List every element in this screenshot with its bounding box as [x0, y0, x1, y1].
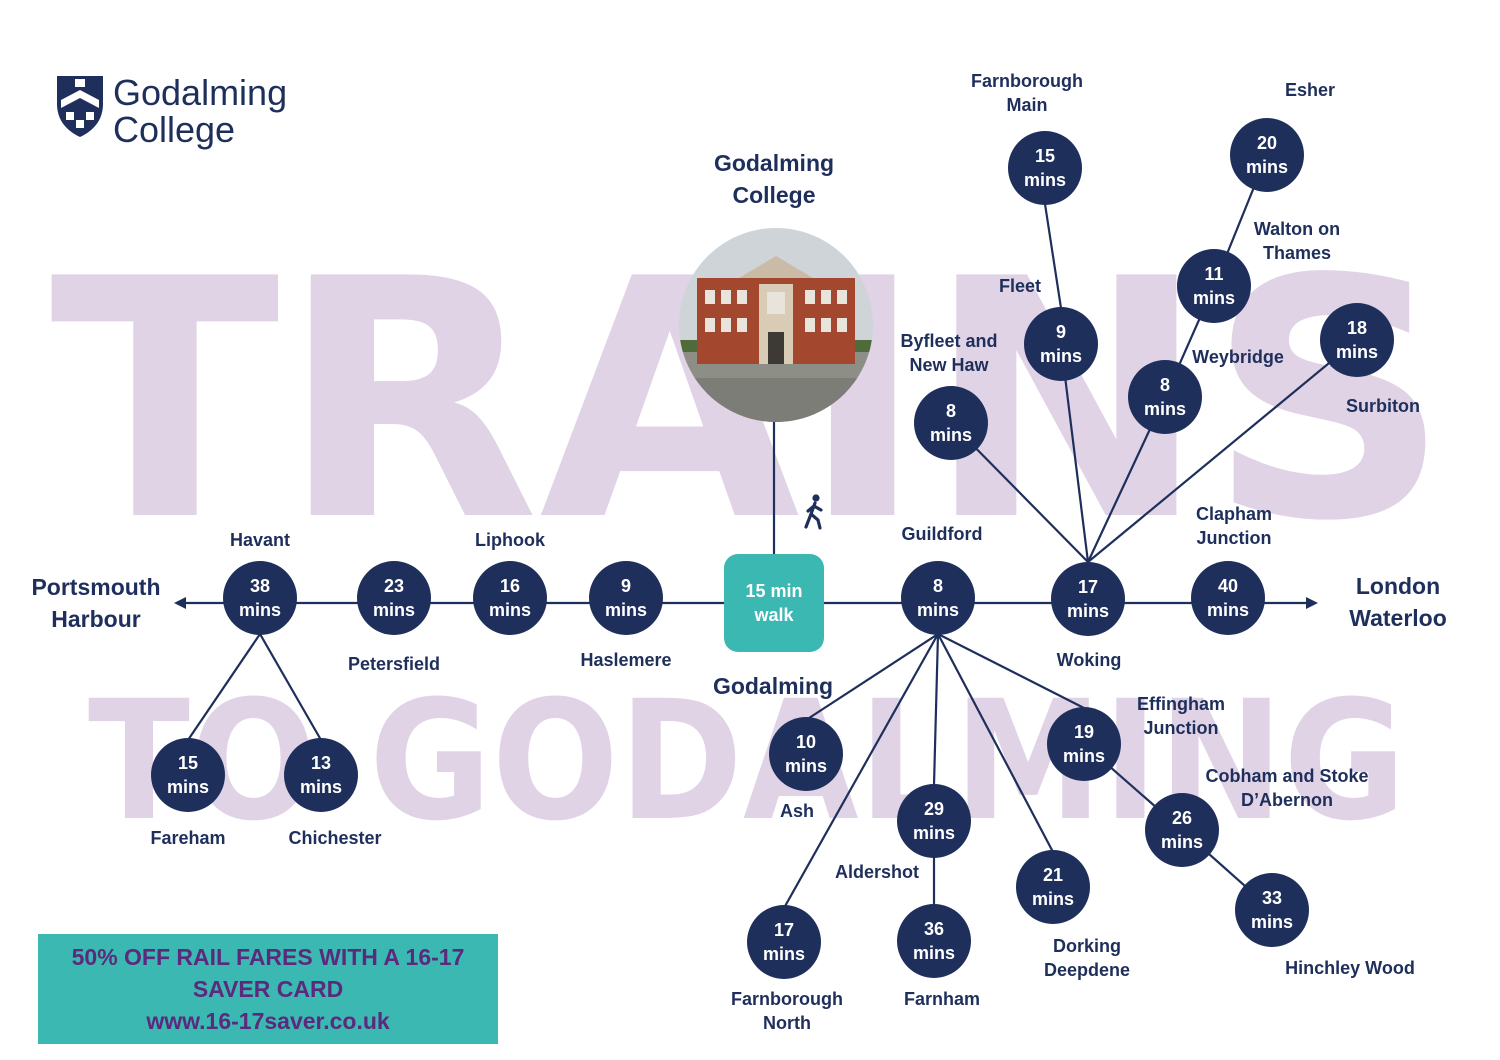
label-dorking: Dorking Deepdene — [1043, 936, 1131, 980]
label-fleet: Fleet — [998, 276, 1042, 296]
station-havant-time: 38 mins — [223, 561, 297, 635]
station-clapham-time: 40 mins — [1191, 561, 1265, 635]
guildford-effingham-line — [937, 633, 1085, 709]
station-surbiton-time: 18 mins — [1320, 303, 1394, 377]
guildford-farnborough-north-line — [783, 633, 939, 909]
label-walton: Walton on Thames — [1253, 219, 1341, 263]
havant-fareham-line — [187, 633, 261, 741]
station-woking-time: 17 mins — [1051, 562, 1125, 636]
woking-surbiton-line — [1087, 339, 1358, 563]
label-farnham: Farnham — [903, 989, 981, 1009]
walk-time-box: 15 min walk — [724, 554, 824, 652]
station-dorking-time: 21 mins — [1016, 850, 1090, 924]
label-byfleet: Byfleet and New Haw — [900, 331, 998, 375]
label-petersfield: Petersfield — [347, 654, 441, 674]
station-haslemere-time: 9 mins — [589, 561, 663, 635]
station-byfleet-time: 8 mins — [914, 386, 988, 460]
label-ash: Ash — [779, 801, 815, 821]
label-surbiton: Surbiton — [1346, 396, 1420, 416]
fleet-farnborough-main-line — [1043, 203, 1063, 309]
havant-chichester-line — [259, 633, 322, 741]
station-fleet-time: 9 mins — [1024, 307, 1098, 381]
station-cobham-time: 26 mins — [1145, 793, 1219, 867]
college-photo — [679, 228, 873, 422]
station-ash-time: 10 mins — [769, 717, 843, 791]
label-farnborough-main: Farnborough Main — [971, 71, 1083, 115]
station-fareham-time: 15 mins — [151, 738, 225, 812]
label-fareham: Fareham — [150, 828, 226, 848]
logo-wordmark: Godalming College — [113, 72, 288, 150]
station-farnborough-main-time: 15 mins — [1008, 131, 1082, 205]
station-weybridge-time: 8 mins — [1128, 360, 1202, 434]
label-havant: Havant — [229, 530, 291, 550]
label-aldershot: Aldershot — [834, 862, 920, 882]
label-woking: Woking — [1056, 650, 1122, 670]
label-weybridge: Weybridge — [1192, 347, 1284, 367]
banner-line-2: SAVER CARD — [192, 976, 344, 1002]
label-hinchley: Hinchley Wood — [1285, 958, 1415, 978]
label-effingham: Effingham Junction — [1137, 694, 1225, 738]
station-farnborough-north-time: 17 mins — [747, 905, 821, 979]
college-logo: Godalming College — [55, 74, 315, 154]
college-shield-icon — [57, 76, 103, 137]
guildford-aldershot-line — [932, 633, 940, 786]
station-farnham-time: 36 mins — [897, 904, 971, 978]
label-guildford: Guildford — [901, 524, 983, 544]
walking-person-icon — [804, 494, 823, 530]
station-effingham-time: 19 mins — [1047, 707, 1121, 781]
label-haslemere: Haslemere — [580, 650, 672, 670]
east-arrow-icon — [1306, 597, 1318, 609]
label-clapham: Clapham Junction — [1195, 504, 1273, 548]
east-terminus-label: London Waterloo — [1349, 573, 1447, 631]
label-cobham: Cobham and Stoke D’Abernon — [1205, 766, 1369, 810]
railcard-banner: 50% OFF RAIL FARES WITH A 16-17 SAVER CA… — [38, 934, 498, 1044]
station-guildford-time: 8 mins — [901, 561, 975, 635]
banner-url-link[interactable]: www.16-17saver.co.uk — [146, 1008, 390, 1034]
station-esher-time: 20 mins — [1230, 118, 1304, 192]
station-walton-time: 11 mins — [1177, 249, 1251, 323]
label-liphook: Liphook — [475, 530, 545, 550]
station-aldershot-time: 29 mins — [897, 784, 971, 858]
station-petersfield-time: 23 mins — [357, 561, 431, 635]
station-chichester-time: 13 mins — [284, 738, 358, 812]
station-hinchley-time: 33 mins — [1235, 873, 1309, 947]
label-esher: Esher — [1284, 80, 1336, 100]
godalming-station-label: Godalming — [712, 673, 834, 699]
label-farnborough-north: Farnborough North — [731, 989, 843, 1033]
west-terminus-label: Portsmouth Harbour — [31, 574, 161, 632]
label-chichester: Chichester — [288, 828, 382, 848]
guildford-dorking-line — [937, 633, 1054, 853]
guildford-ash-line — [805, 633, 939, 721]
west-arrow-icon — [174, 597, 186, 609]
banner-line-1: 50% OFF RAIL FARES WITH A 16-17 — [71, 944, 465, 970]
college-title: Godalming College — [713, 150, 835, 208]
station-liphook-time: 16 mins — [473, 561, 547, 635]
